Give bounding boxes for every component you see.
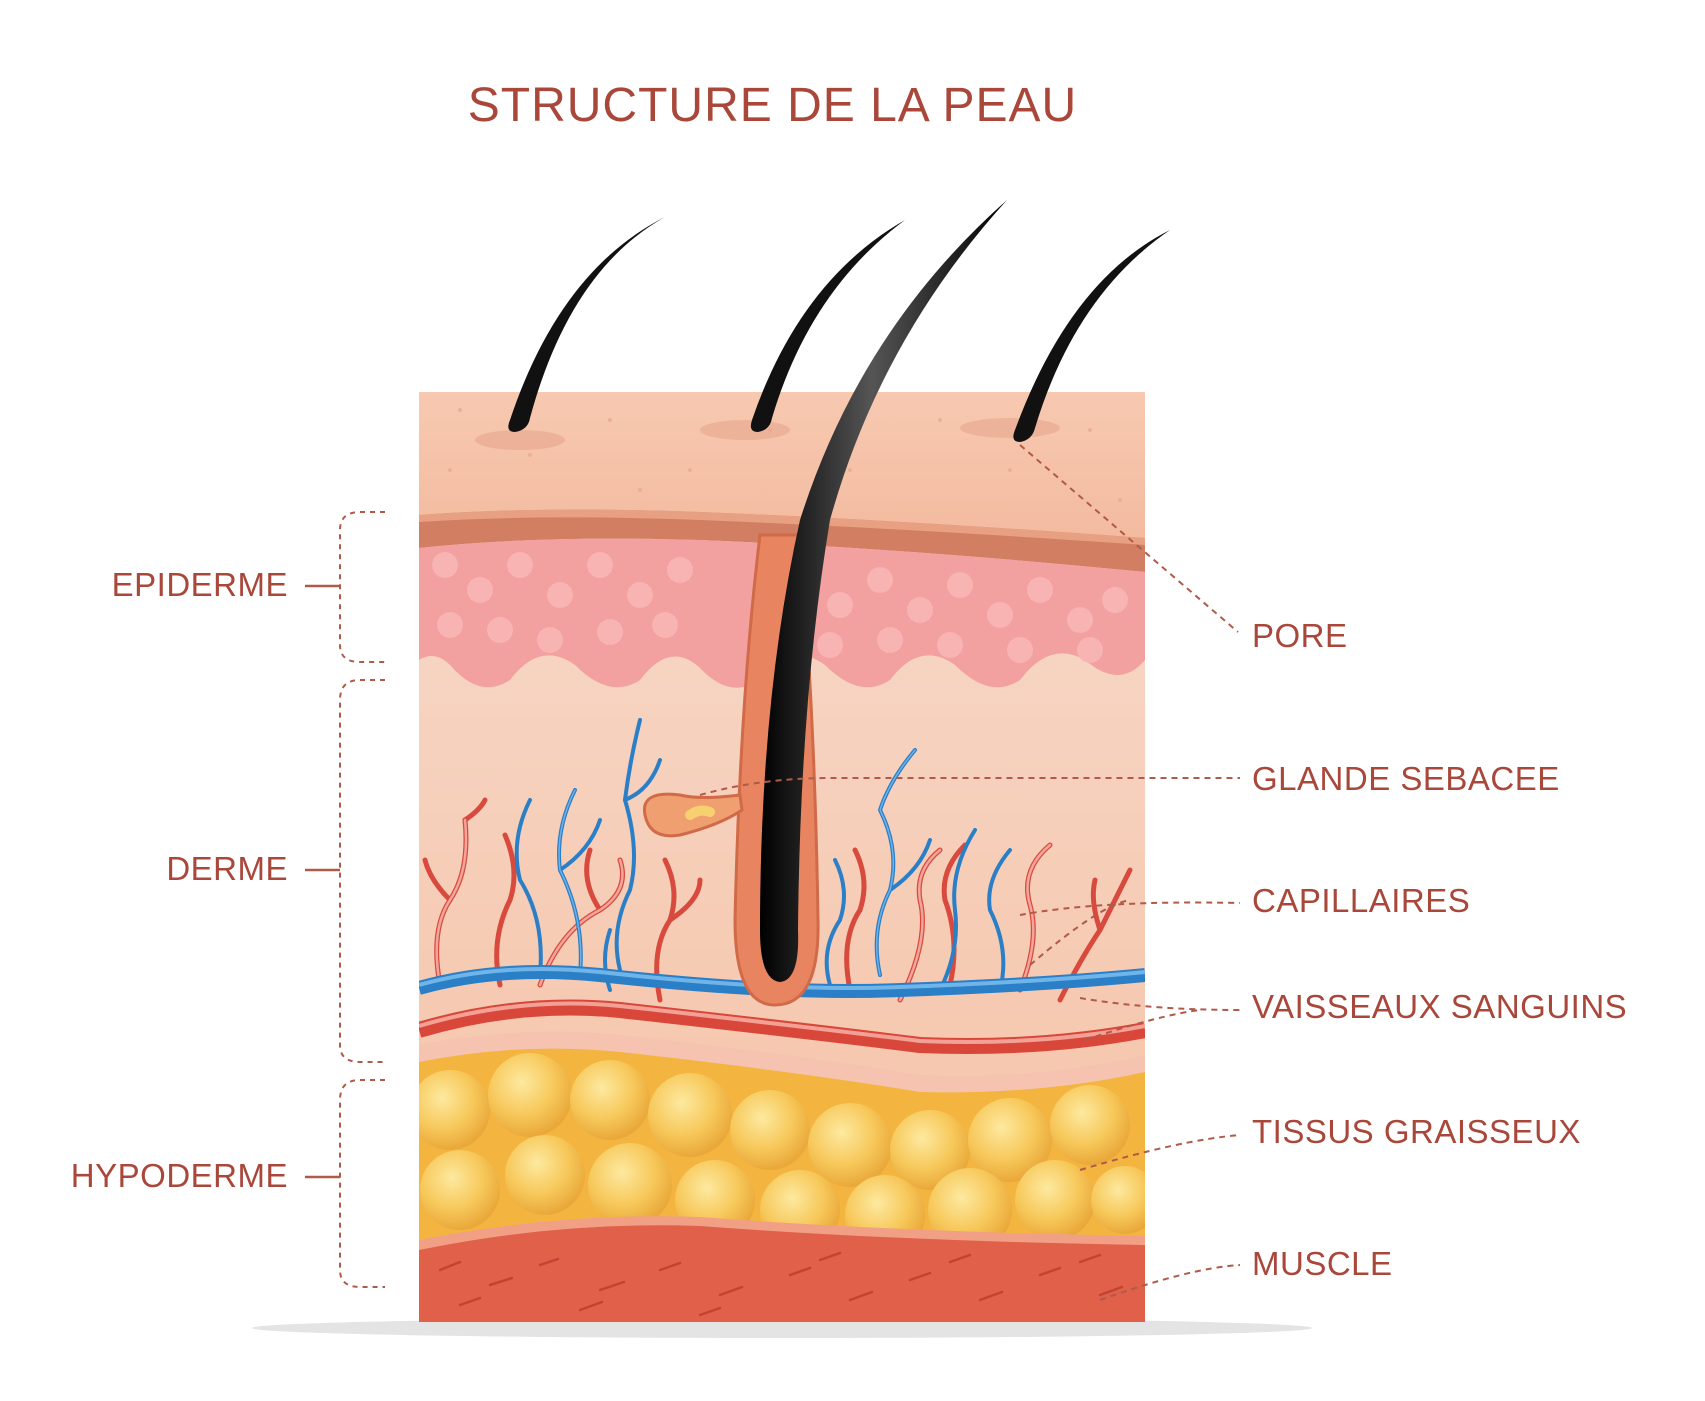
- label-muscle: MUSCLE: [1252, 1245, 1393, 1282]
- leader-capillaires: [1019, 901, 1241, 916]
- hair-shaft-main: [760, 200, 1007, 982]
- label-derme: DERME: [166, 850, 288, 887]
- leader-vaisseaux: [1079, 997, 1241, 1011]
- label-vaisseaux-sanguins: VAISSEAUX SANGUINS: [1252, 988, 1628, 1025]
- label-epiderme: EPIDERME: [111, 566, 288, 603]
- leader-muscle: [1099, 1264, 1241, 1301]
- layer-brackets: [339, 511, 385, 1288]
- label-tissus-graisseux: TISSUS GRAISSEUX: [1252, 1113, 1581, 1150]
- hair-3: [1013, 230, 1170, 442]
- page-title: STRUCTURE DE LA PEAU: [467, 79, 1078, 132]
- hair-1: [508, 217, 665, 432]
- leader-tissus: [1079, 1134, 1241, 1171]
- label-glande-sebacee: GLANDE SEBACEE: [1252, 760, 1560, 797]
- artery-vessel: [419, 999, 1145, 1054]
- ground-shadow: [252, 1318, 1312, 1338]
- leader-lines: [699, 444, 1241, 1301]
- muscle-layer: [419, 1219, 1145, 1322]
- muscle-fibers: [438, 1251, 1124, 1317]
- pore-dimple: [475, 430, 565, 450]
- label-hypoderme: HYPODERME: [70, 1157, 288, 1194]
- bracket-ticks: [305, 584, 340, 1179]
- hair-2: [750, 220, 905, 432]
- leader-pore: [1019, 444, 1239, 633]
- leader-glande: [699, 777, 1240, 796]
- label-capillaires: CAPILLAIRES: [1252, 882, 1471, 919]
- label-pore: PORE: [1252, 617, 1348, 654]
